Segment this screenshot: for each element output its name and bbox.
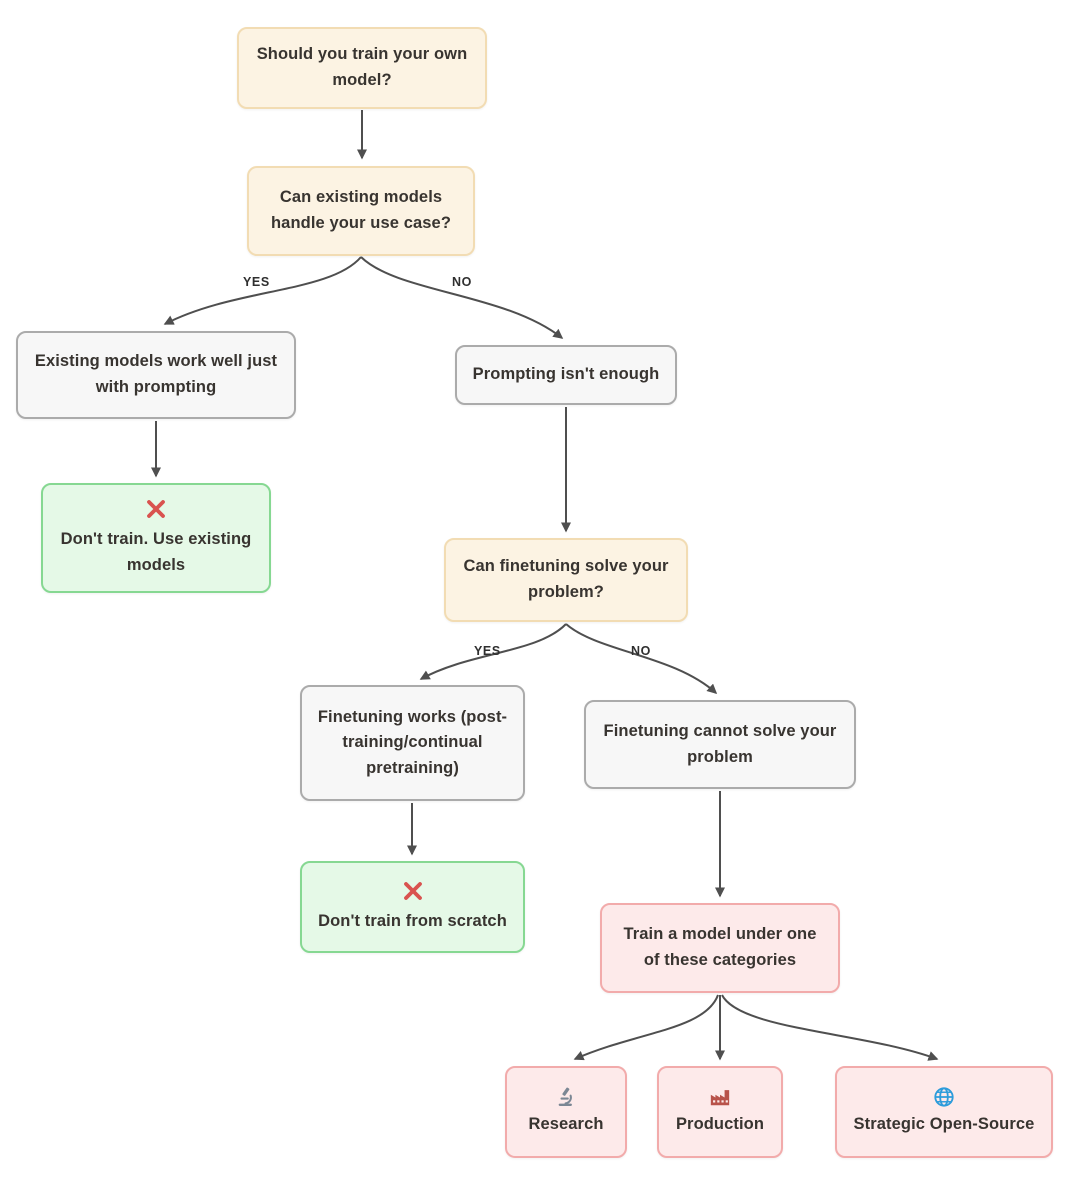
node-question-finetuning: Can finetuning solve your problem? <box>444 538 688 622</box>
node-label: Finetuning works (post-training/continua… <box>317 707 508 777</box>
node-label: Don't train. Use existing models <box>60 530 252 574</box>
node-label: Should you train your own model? <box>256 45 468 89</box>
node-label: Production <box>675 1115 765 1134</box>
node-label: Can finetuning solve your problem? <box>463 557 669 601</box>
edge-q-finetune-no <box>565 623 718 695</box>
edge-label-no: NO <box>631 644 651 658</box>
node-label: Existing models work well just with prom… <box>34 352 278 396</box>
node-label: Prompting isn't enough <box>472 365 660 384</box>
node-train-categories: Train a model under one of these categor… <box>600 903 840 993</box>
node-label: Don't train from scratch <box>318 912 507 931</box>
node-label: Can existing models handle your use case… <box>271 188 451 232</box>
microscope-icon <box>558 1087 572 1107</box>
edge-categories-to-research <box>573 994 719 1061</box>
node-dont-train: Don't train. Use existing models <box>41 483 271 593</box>
node-label: Finetuning cannot solve your problem <box>603 721 837 766</box>
edge-categories-to-open-source <box>721 994 939 1061</box>
factory-icon <box>710 1090 730 1106</box>
edge-label-yes: YES <box>474 644 501 658</box>
node-prompting-not-enough: Prompting isn't enough <box>455 345 677 405</box>
node-root-question: Should you train your own model? <box>237 27 487 109</box>
edge-q-existing-yes <box>163 256 362 325</box>
edge-label-no: NO <box>452 275 472 289</box>
node-dont-train-from-scratch: Don't train from scratch <box>300 861 525 953</box>
x-icon <box>147 500 165 519</box>
edge-label-yes: YES <box>243 275 270 289</box>
x-icon <box>403 882 422 901</box>
node-label: Strategic Open-Source <box>853 1115 1035 1134</box>
edge-q-existing-no <box>360 256 564 339</box>
node-question-existing-models: Can existing models handle your use case… <box>247 166 475 256</box>
node-finetuning-cannot: Finetuning cannot solve your problem <box>584 700 856 789</box>
node-finetuning-works: Finetuning works (post-training/continua… <box>300 685 525 801</box>
node-category-production: Production <box>657 1066 783 1158</box>
node-label: Research <box>528 1115 604 1134</box>
globe-icon <box>934 1087 954 1107</box>
node-category-research: Research <box>505 1066 627 1158</box>
node-category-open-source: Strategic Open-Source <box>835 1066 1053 1158</box>
node-existing-models-work: Existing models work well just with prom… <box>16 331 296 419</box>
node-label: Train a model under one of these categor… <box>623 925 817 969</box>
